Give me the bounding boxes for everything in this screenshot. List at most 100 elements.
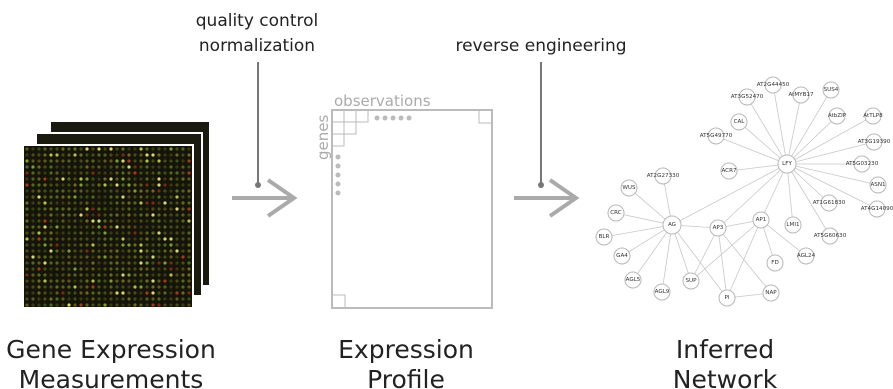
microarray-spot (25, 195, 29, 199)
microarray-spot (115, 207, 119, 211)
microarray-spot (37, 219, 41, 223)
network-node-circle (820, 194, 838, 212)
microarray-spot (37, 261, 41, 265)
microarray-spot (145, 303, 149, 307)
network-edge (671, 163, 788, 226)
network-node-circle (766, 254, 784, 272)
microarray-spot (85, 279, 89, 283)
microarray-spot (103, 243, 107, 247)
microarray-spot (163, 267, 167, 271)
microarray-spot (97, 153, 101, 157)
microarray-spot (49, 303, 53, 307)
microarray-spot (109, 165, 113, 169)
microarray-spot (109, 225, 113, 229)
microarray-spot (121, 195, 125, 199)
microarray-spot (169, 201, 173, 205)
network-node: FD (766, 254, 784, 272)
microarray-spot (187, 231, 191, 235)
microarray-spot (145, 273, 149, 277)
microarray-spot (145, 279, 149, 283)
microarray-spot (145, 171, 149, 175)
microarray-spot (91, 213, 95, 217)
microarray-spot (55, 177, 59, 181)
stage-2-title-line-2: Profile (367, 365, 445, 389)
microarray-spot (103, 225, 107, 229)
microarray-spot (175, 159, 179, 163)
microarray-spot (85, 165, 89, 169)
microarray-spot (25, 153, 29, 157)
microarray-spot (163, 255, 167, 259)
microarray-spot (97, 237, 101, 241)
network-node-label: AT5G60630 (814, 233, 847, 239)
microarray-spot (187, 189, 191, 193)
microarray-spot (61, 237, 65, 241)
microarray-spot (133, 201, 137, 205)
microarray-spot (85, 303, 89, 307)
network-node-circle (718, 289, 736, 307)
network-node-label: CAL (734, 119, 746, 125)
network-node-label: AT3G52470 (731, 94, 764, 100)
microarray-spot (49, 267, 53, 271)
microarray-spot (151, 279, 155, 283)
microarray-spot (151, 237, 155, 241)
microarray-spot (121, 159, 125, 163)
microarray-spot (121, 297, 125, 301)
microarray-spot (187, 267, 191, 271)
microarray-spot (91, 291, 95, 295)
microarray-spot (145, 165, 149, 169)
microarray-spot (187, 195, 191, 199)
microarray-spot (79, 177, 83, 181)
microarray-spot (73, 291, 77, 295)
microarray-spot (121, 255, 125, 259)
microarray-spot (115, 291, 119, 295)
microarray-spot (187, 279, 191, 283)
microarray-spot (163, 273, 167, 277)
microarray-spot (121, 165, 125, 169)
microarray-spot (121, 201, 125, 205)
microarray-spot (73, 189, 77, 193)
microarray-spot (175, 189, 179, 193)
microarray-spot (109, 153, 113, 157)
microarray-spot (169, 261, 173, 265)
microarray-spot (49, 213, 53, 217)
microarray-spot (145, 225, 149, 229)
microarray-spot (157, 213, 161, 217)
microarray-spot (25, 237, 29, 241)
microarray-spot (187, 153, 191, 157)
microarray-spot (121, 243, 125, 247)
microarray-spot (25, 213, 29, 217)
microarray-spot (31, 225, 35, 229)
microarray-spot (175, 243, 179, 247)
matrix-corner-grid (331, 109, 493, 309)
microarray-spot (61, 195, 65, 199)
microarray-spot (187, 147, 191, 151)
microarray-spot (55, 183, 59, 187)
microarray-spot (97, 243, 101, 247)
microarray-spot (43, 285, 47, 289)
microarray-spot (67, 267, 71, 271)
microarray-spot (181, 243, 185, 247)
microarray-spot (85, 237, 89, 241)
microarray-spot (79, 231, 83, 235)
microarray-spot (127, 207, 131, 211)
network-node: CRC (607, 204, 625, 222)
microarray-spot (55, 159, 59, 163)
microarray-spot (187, 303, 191, 307)
network-node-label: AT2G27330 (647, 173, 680, 179)
microarray-spot (139, 249, 143, 253)
microarray-spot (133, 237, 137, 241)
microarray-spot (139, 303, 143, 307)
microarray-spot (187, 261, 191, 265)
microarray-spot (181, 297, 185, 301)
microarray-spot (97, 189, 101, 193)
microarray-spot (133, 279, 137, 283)
microarray-spot (73, 195, 77, 199)
stage-3-title-line-1: Inferred (676, 335, 774, 364)
microarray-spot (67, 303, 71, 307)
microarray-spot (25, 207, 29, 211)
microarray-spot (43, 273, 47, 277)
microarray-spot (121, 171, 125, 175)
microarray-spot (79, 255, 83, 259)
microarray-spot (43, 201, 47, 205)
microarray-spot (31, 213, 35, 217)
